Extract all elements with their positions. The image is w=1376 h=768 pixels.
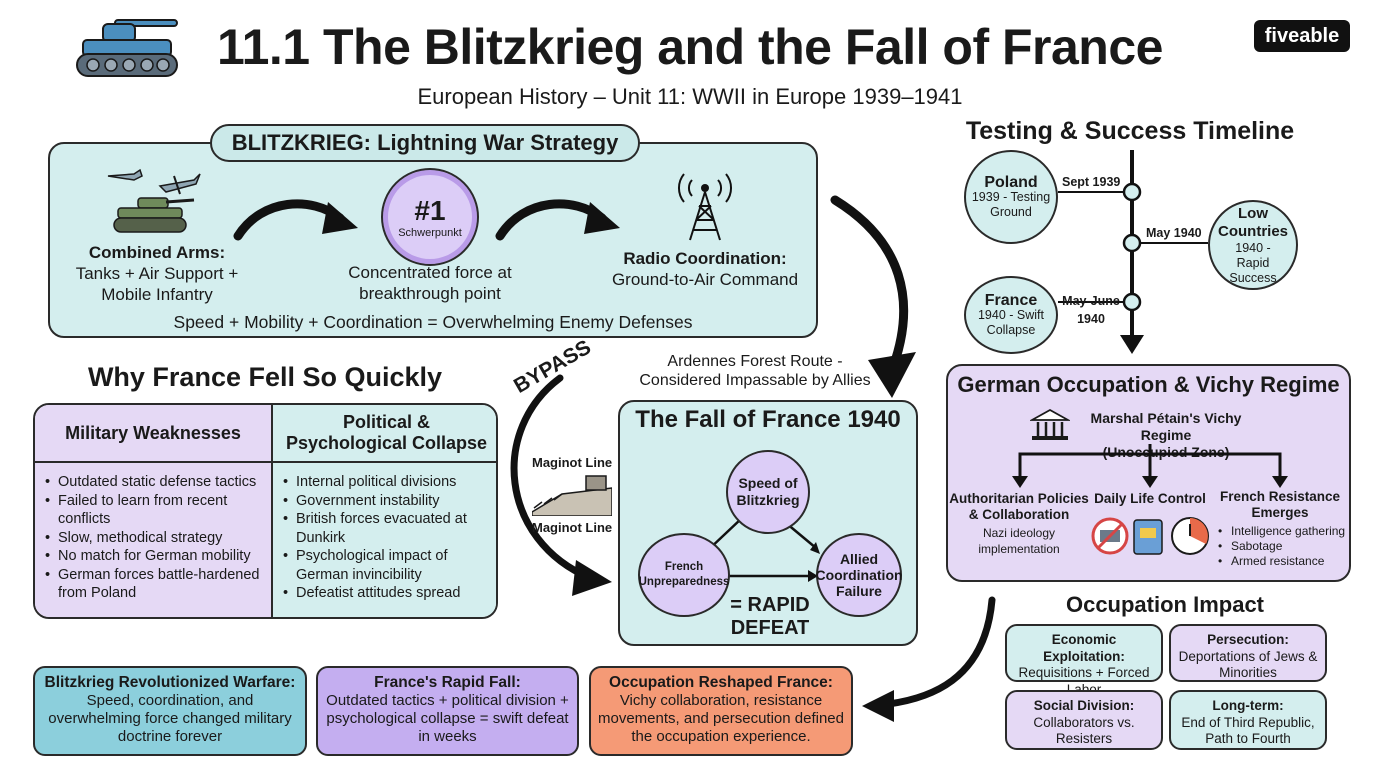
impact-persecution: Persecution: Deportations of Jews & Mino… xyxy=(1169,624,1327,682)
military-weakness-item: Slow, methodical strategy xyxy=(45,529,263,548)
daily-life-icons xyxy=(1091,517,1209,555)
radio-detail: Ground-to-Air Command xyxy=(611,270,799,289)
impact-persecution-title: Persecution: xyxy=(1207,632,1289,647)
occupation-impact-title: Occupation Impact xyxy=(1065,592,1265,617)
resistance-item: Intelligence gathering xyxy=(1218,524,1353,539)
timeline-poland: Poland 1939 - Testing Ground xyxy=(964,150,1058,244)
authoritarian-policies-text: Authoritarian Policies & Collaboration N… xyxy=(948,491,1090,557)
summary-occupation: Occupation Reshaped France: Vichy collab… xyxy=(589,666,853,756)
timeline-date-france: May-June 1940 xyxy=(1062,294,1120,326)
impact-persecution-text: Deportations of Jews & Minorities xyxy=(1178,648,1318,681)
political-list: Internal political divisionsGovernment i… xyxy=(273,463,496,617)
poland-detail: 1939 - Testing Ground xyxy=(971,189,1051,219)
timeline-date-low-countries: May 1940 xyxy=(1146,226,1202,240)
impact-economic-title: Economic Exploitation: xyxy=(1043,632,1125,664)
military-header: Military Weaknesses xyxy=(35,405,273,463)
combined-arms-text: Combined Arms: Tanks + Air Support + Mob… xyxy=(62,242,252,305)
impact-long-term: Long-term: End of Third Republic, Path t… xyxy=(1169,690,1327,750)
vichy-regime-text: Marshal Pétain's Vichy Regime (Unoccupie… xyxy=(1066,410,1266,461)
resistance-list: Intelligence gatheringSabotageArmed resi… xyxy=(1218,524,1353,569)
badge-number: #1 xyxy=(414,195,446,226)
impact-longterm-title: Long-term: xyxy=(1212,698,1284,713)
summary-occupation-title: Occupation Reshaped France: xyxy=(609,674,833,691)
political-collapse-item: Defeatist attitudes spread xyxy=(283,584,494,603)
why-france-fell-title: Why France Fell So Quickly xyxy=(87,362,443,392)
tank-icon xyxy=(76,19,178,77)
military-weakness-item: No match for German mobility xyxy=(45,547,263,566)
military-weakness-item: Outdated static defense tactics xyxy=(45,473,263,492)
ardennes-route-text: Ardennes Forest Route - Considered Impas… xyxy=(639,353,871,389)
badge-label: Schwerpunkt xyxy=(398,227,462,239)
radio-title: Radio Coordination: xyxy=(623,249,787,268)
maginot-label-bottom: Maginot Line xyxy=(532,520,613,535)
poland-name: Poland xyxy=(984,173,1038,191)
fall-of-france-title: The Fall of France 1940 xyxy=(635,406,901,433)
vichy-regime-name: Marshal Pétain's Vichy Regime xyxy=(1090,410,1242,443)
military-list: Outdated static defense tacticsFailed to… xyxy=(35,463,273,617)
government-building-icon xyxy=(1030,408,1070,440)
summary-france-fall: France's Rapid Fall: Outdated tactics + … xyxy=(316,666,579,756)
summary-france-text: Outdated tactics + political division + … xyxy=(326,692,569,745)
resistance-item: Sabotage xyxy=(1218,539,1353,554)
fiveable-logo: fiveable xyxy=(1254,20,1350,52)
planes-and-tank-icon xyxy=(107,168,201,233)
maginot-fortification-icon xyxy=(532,475,612,516)
political-collapse-item: Government instability xyxy=(283,492,494,511)
combined-arms-detail: Tanks + Air Support + Mobile Infantry xyxy=(75,264,239,304)
occupation-title: German Occupation & Vichy Regime xyxy=(957,372,1340,397)
political-collapse-item: Internal political divisions xyxy=(283,473,494,492)
blitzkrieg-equation: Speed + Mobility + Coordination = Overwh… xyxy=(173,312,693,332)
arrow-right-icon xyxy=(233,199,358,241)
impact-social-text: Collaborators vs. Resisters xyxy=(1033,714,1135,747)
daily-life-control-title: Daily Life Control xyxy=(1094,491,1206,506)
allied-coordination-node: Allied Coordination Failure xyxy=(815,533,903,617)
france-name: France xyxy=(984,291,1038,309)
occupation-branch-arrows xyxy=(1012,444,1288,488)
summary-blitzkrieg: Blitzkrieg Revolutionized Warfare: Speed… xyxy=(33,666,307,756)
french-resistance-title: French Resistance Emerges xyxy=(1219,489,1341,520)
summary-blitzkrieg-title: Blitzkrieg Revolutionized Warfare: xyxy=(44,674,296,691)
impact-longterm-text: End of Third Republic, Path to Fourth xyxy=(1181,714,1315,747)
political-collapse-item: Psychological impact of German invincibi… xyxy=(283,547,494,584)
french-unpreparedness-node: French Unpreparedness xyxy=(638,533,730,617)
political-collapse-item: British forces evacuated at Dunkirk xyxy=(283,510,494,547)
vichy-zone: (Unoccupied Zone) xyxy=(1102,444,1230,460)
rapid-defeat-result: = RAPID DEFEAT xyxy=(730,594,810,639)
combined-arms-title: Combined Arms: xyxy=(88,243,226,262)
why-france-fell-table: Military Weaknesses Political & Psycholo… xyxy=(33,403,498,619)
impact-social-title: Social Division: xyxy=(1033,698,1135,713)
maginot-label-top: Maginot Line xyxy=(532,455,613,470)
timeline-title: Testing & Success Timeline xyxy=(965,117,1295,145)
radio-tower-icon xyxy=(677,173,733,241)
blitzkrieg-title: BLITZKRIEG: Lightning War Strategy xyxy=(210,124,640,162)
page-subtitle: European History – Unit 11: WWII in Euro… xyxy=(417,84,963,109)
arrow-right-icon-2 xyxy=(495,199,620,241)
speed-of-blitzkrieg-node: Speed of Blitzkrieg xyxy=(726,450,810,534)
concentrated-force-text: Concentrated force at breakthrough point xyxy=(348,263,512,303)
timeline-france: France 1940 - Swift Collapse xyxy=(964,276,1058,354)
authoritarian-detail: Nazi ideology implementation xyxy=(978,526,1060,556)
low-countries-name: Low Countries xyxy=(1218,204,1289,240)
resistance-item: Armed resistance xyxy=(1218,554,1353,569)
schwerpunkt-badge: #1 Schwerpunkt xyxy=(381,168,479,266)
impact-social-division: Social Division: Collaborators vs. Resis… xyxy=(1005,690,1163,750)
france-detail: 1940 - Swift Collapse xyxy=(977,307,1044,337)
military-weakness-item: German forces battle-hardened from Polan… xyxy=(45,566,263,603)
military-weakness-item: Failed to learn from recent conflicts xyxy=(45,492,263,529)
summary-occupation-text: Vichy collaboration, resistance movement… xyxy=(598,692,844,745)
radio-coordination-text: Radio Coordination: Ground-to-Air Comman… xyxy=(595,248,815,290)
summary-france-title: France's Rapid Fall: xyxy=(374,674,521,691)
page-title: 11.1 The Blitzkrieg and the Fall of Fran… xyxy=(217,19,1163,75)
impact-economic: Economic Exploitation: Requisitions + Fo… xyxy=(1005,624,1163,697)
authoritarian-title: Authoritarian Policies & Collaboration xyxy=(949,491,1089,522)
summary-blitzkrieg-text: Speed, coordination, and overwhelming fo… xyxy=(48,692,292,745)
timeline-date-poland: Sept 1939 xyxy=(1062,175,1121,189)
timeline-low-countries: Low Countries 1940 - Rapid Success xyxy=(1208,200,1298,290)
political-header: Political & Psychological Collapse xyxy=(273,405,496,463)
low-countries-detail: 1940 - Rapid Success xyxy=(1229,240,1277,285)
